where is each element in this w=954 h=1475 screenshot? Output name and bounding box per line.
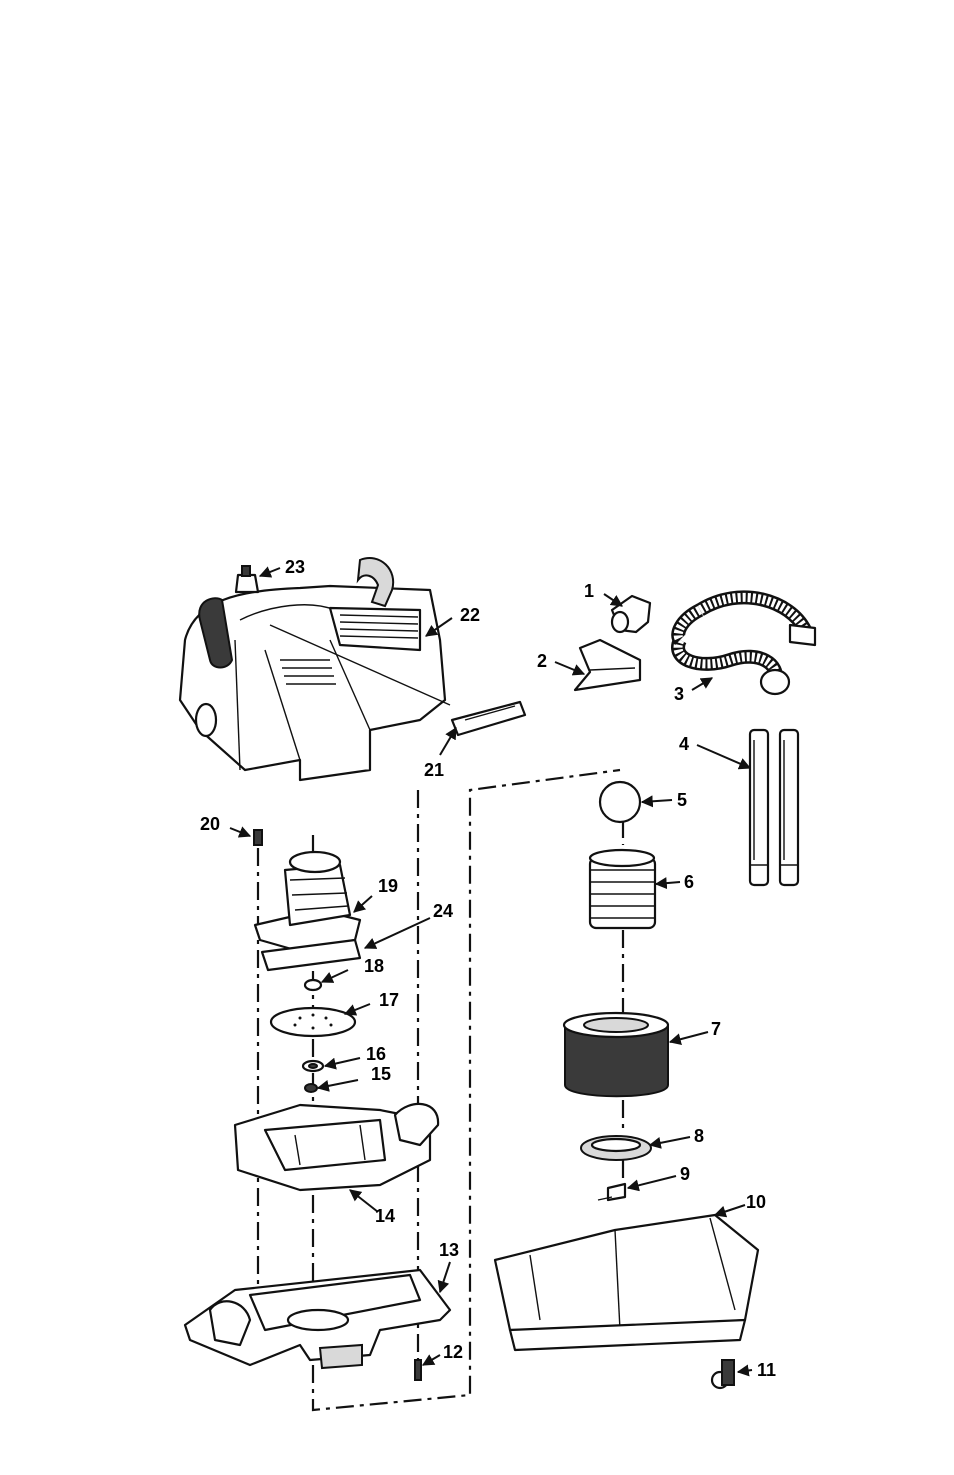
callout-16: 16	[366, 1044, 386, 1064]
part-motor	[255, 852, 360, 950]
callout-2: 2	[537, 651, 547, 671]
part-base-plate	[185, 1270, 450, 1368]
callout-7: 7	[711, 1019, 721, 1039]
callout-23: 23	[285, 557, 305, 577]
callout-9: 9	[680, 1164, 690, 1184]
part-lock-nut	[598, 1184, 625, 1200]
part-switch	[236, 566, 258, 592]
callout-10: 10	[746, 1192, 766, 1212]
part-hose	[678, 597, 815, 694]
callout-22: 22	[460, 605, 480, 625]
callout-5: 5	[677, 790, 687, 810]
part-extension-wands	[750, 730, 798, 885]
callout-20: 20	[200, 814, 220, 834]
callout-12: 12	[443, 1342, 463, 1362]
callout-11: 11	[757, 1360, 776, 1380]
part-nut-18	[305, 980, 321, 990]
part-collection-tank	[495, 1215, 758, 1350]
part-utility-nozzle	[575, 640, 640, 690]
callout-19: 19	[378, 876, 398, 896]
callout-24: 24	[433, 901, 453, 921]
callout-18: 18	[364, 956, 384, 976]
part-impeller-disc	[271, 1008, 355, 1036]
callout-13: 13	[439, 1240, 459, 1260]
callout-6: 6	[684, 872, 694, 892]
part-caster	[712, 1360, 734, 1388]
part-float-ball	[600, 782, 640, 822]
callout-4: 4	[679, 734, 689, 754]
callout-15: 15	[371, 1064, 391, 1084]
callout-1: 1	[584, 581, 594, 601]
callout-17: 17	[379, 990, 399, 1010]
callout-21: 21	[424, 760, 444, 780]
part-washer-15	[305, 1084, 317, 1092]
part-motor-housing	[235, 1104, 438, 1190]
callout-8: 8	[694, 1126, 704, 1146]
part-handle	[452, 702, 525, 735]
part-washer-16	[303, 1061, 323, 1071]
part-screw-20	[254, 830, 262, 845]
callout-3: 3	[674, 684, 684, 704]
part-elbow-fitting	[612, 596, 650, 632]
part-filter-cage	[590, 850, 655, 928]
part-motor-head-cover	[180, 558, 450, 780]
part-screw-12	[415, 1360, 421, 1380]
part-cartridge-filter	[564, 1013, 668, 1096]
callout-14: 14	[375, 1206, 395, 1226]
part-filter-retainer	[581, 1136, 651, 1160]
